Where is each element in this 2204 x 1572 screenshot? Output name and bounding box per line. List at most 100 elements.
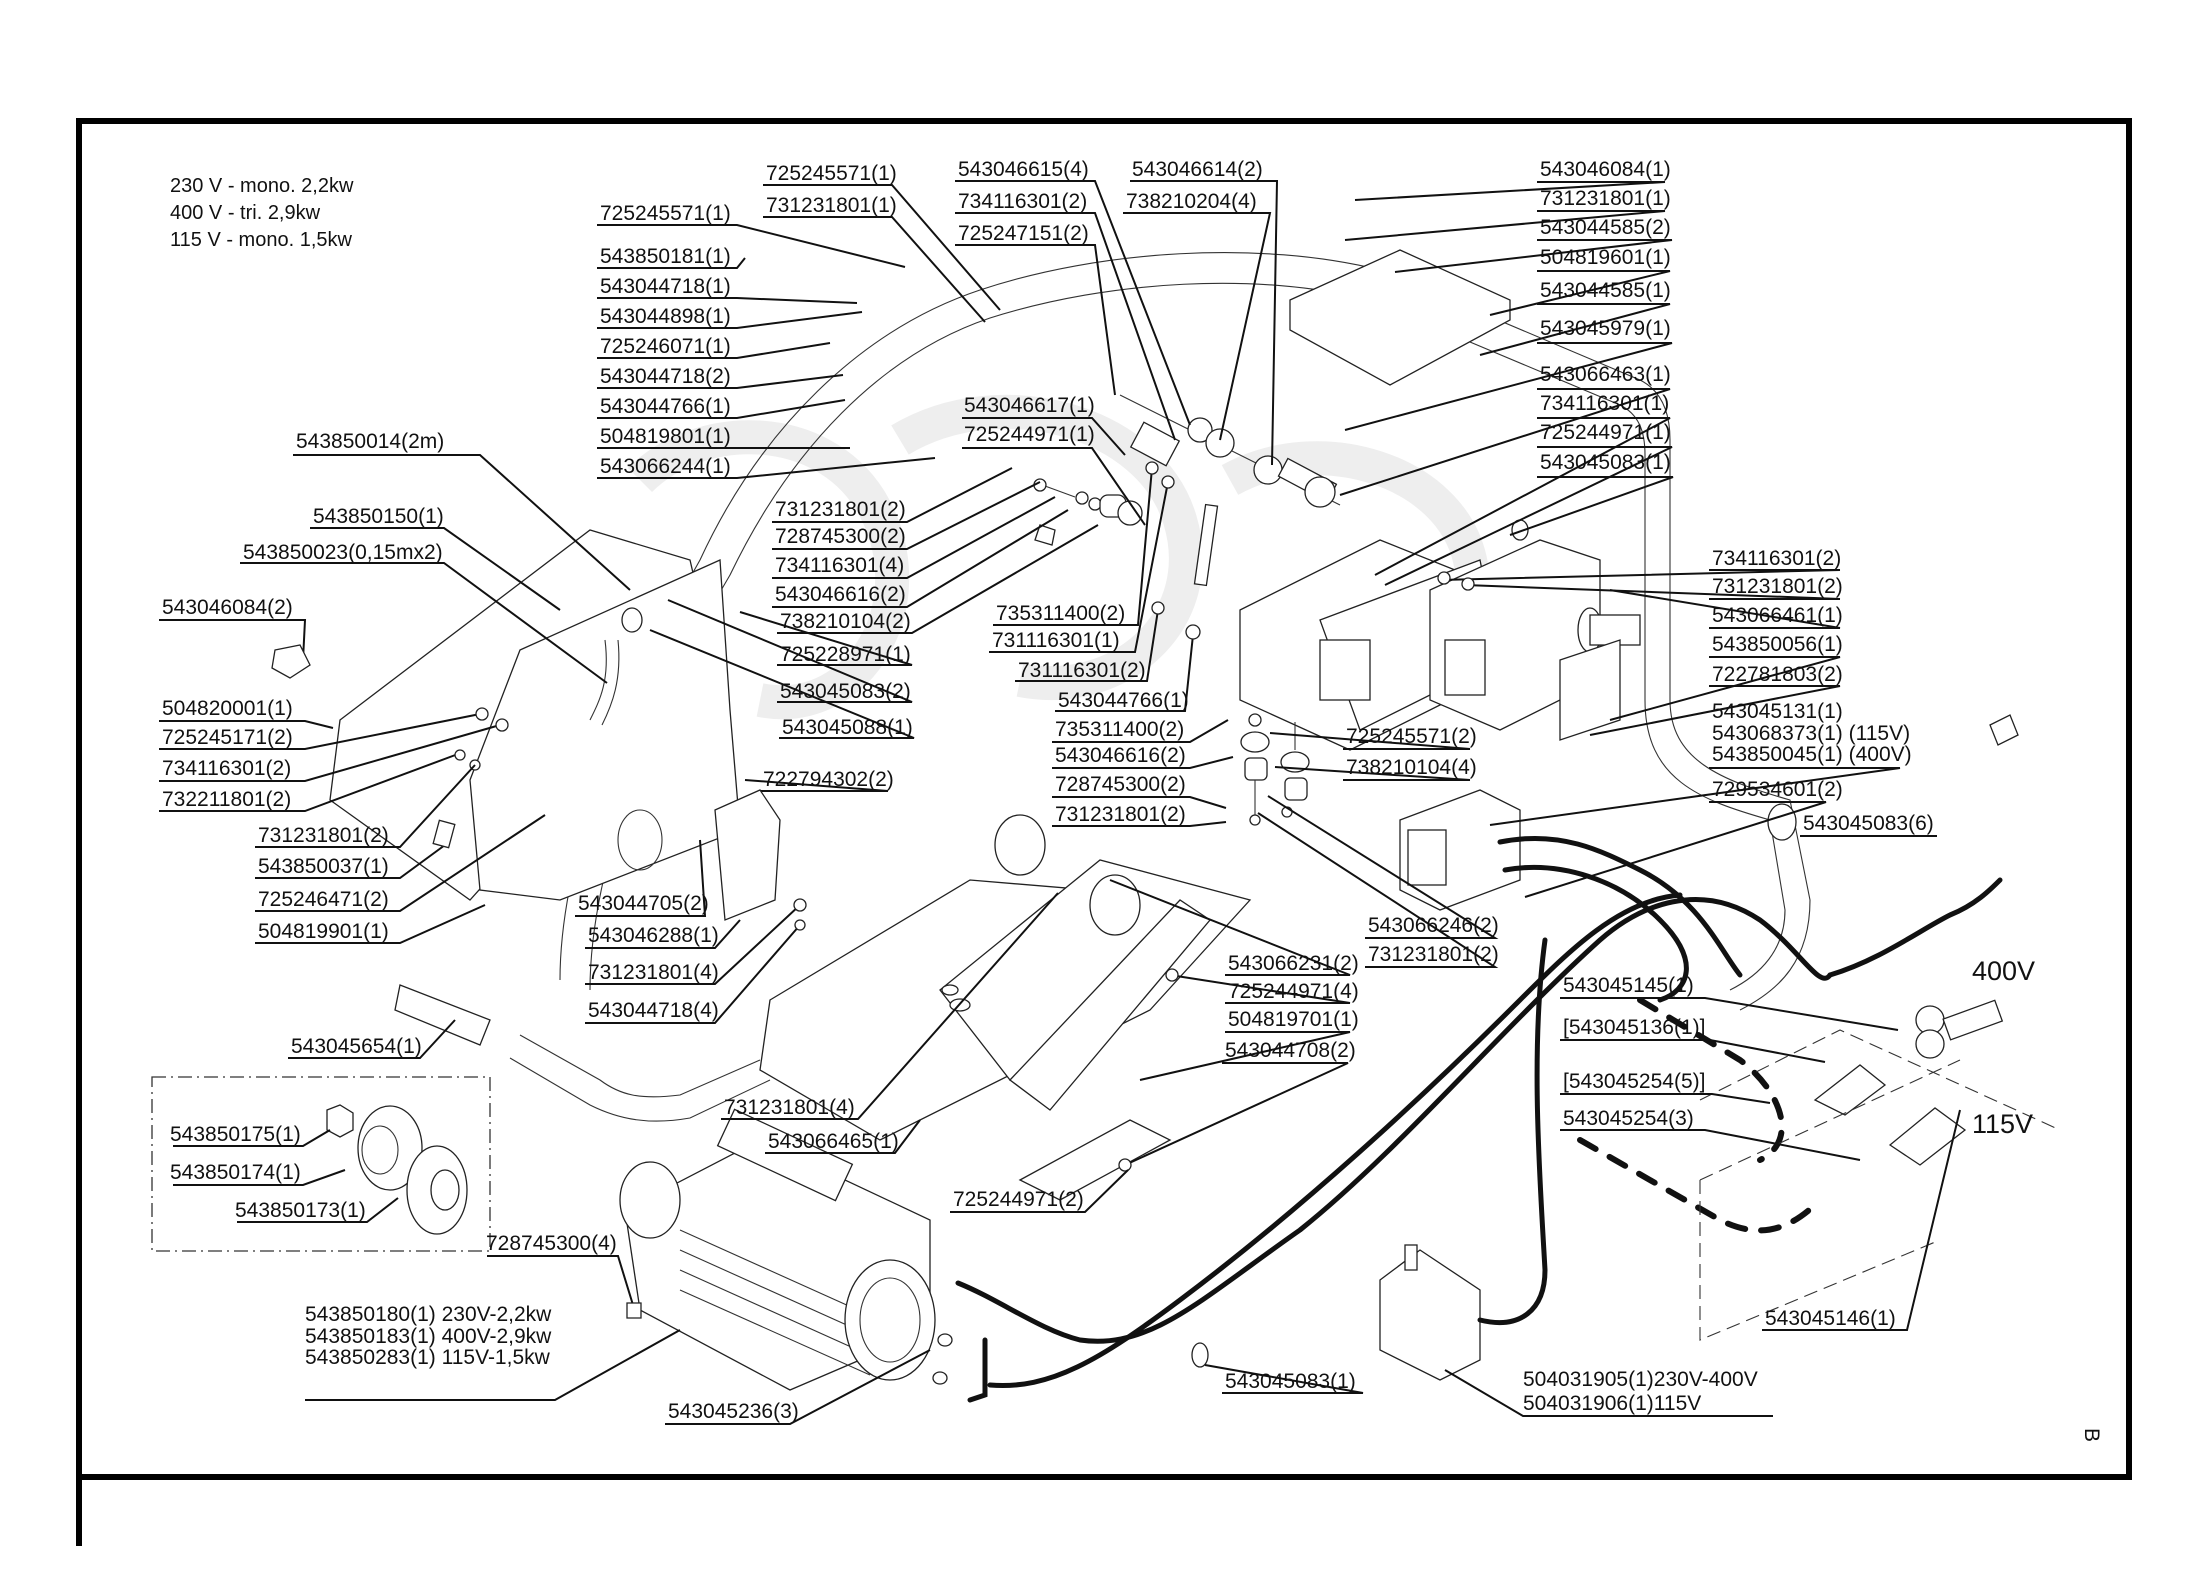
label-group-motor: 543850180(1) 230V-2,2kw 543850183(1) 400… <box>305 1303 681 1401</box>
label-group-center-mount-left: 735311400(2) 543046616(2) 728745300(2) 7… <box>1052 718 1234 827</box>
handle-grip <box>394 984 491 1046</box>
part-label: 504819901(1) <box>258 920 389 943</box>
label-group-top-left: 725245571(1) 543850181(1) 543044718(1) 5… <box>597 202 936 479</box>
center-stack-parts <box>1033 478 1143 546</box>
part-label: 725245571(1) <box>600 202 731 225</box>
part-label: 543046614(2) <box>1132 158 1263 181</box>
part-label: 543045083(6) <box>1803 812 1934 835</box>
splash-plate <box>1559 639 1621 741</box>
part-label: 731231801(2) <box>1712 575 1843 598</box>
part-label: 543850174(1) <box>170 1161 301 1184</box>
label-group-guard-screw: 725244971(2) <box>950 1169 1129 1213</box>
part-label: 543850181(1) <box>600 245 731 268</box>
part-label: 728745300(2) <box>1055 773 1186 796</box>
label-group-right: 734116301(2) 731231801(2) 543066461(1) 5… <box>1437 547 1843 736</box>
part-label: 729534601(2) <box>1712 778 1843 801</box>
part-label: 725245171(2) <box>162 726 293 749</box>
part-label: 543045145(1) <box>1563 974 1694 997</box>
label-group-center-mount-right: 725245571(2) 738210104(4) <box>1269 725 1477 781</box>
part-label: 728745300(4) <box>486 1232 617 1255</box>
part-label: 543850045(1) (400V) <box>1712 743 1912 766</box>
label-group-bracket-top: 722794302(2) <box>714 768 894 921</box>
part-label: 725246471(2) <box>258 888 389 911</box>
part-label: 543044718(2) <box>600 365 731 388</box>
label-group-frame-lower: 731231801(4) 543066465(1) <box>721 892 1059 1154</box>
part-label: 731231801(2) <box>1368 943 1499 966</box>
part-label: 543046616(2) <box>775 583 906 606</box>
part-label: 543066463(1) <box>1540 363 1671 386</box>
part-label: 543046084(2) <box>162 596 293 619</box>
part-label: 543066461(1) <box>1712 604 1843 627</box>
part-label: 543850180(1) 230V-2,2kw <box>305 1303 552 1326</box>
part-label: 543044718(4) <box>588 999 719 1022</box>
part-label: 731231801(2) <box>258 824 389 847</box>
motor <box>619 1108 936 1391</box>
part-label: 734116301(2) <box>1712 547 1841 570</box>
part-label: 543044898(1) <box>600 305 731 328</box>
machine-drawing <box>151 249 2061 1403</box>
part-label: 543045088(1) <box>782 716 913 739</box>
voltage-marker-400v: 400V <box>1972 956 2035 986</box>
part-label: 725244971(1) <box>1540 421 1671 444</box>
part-label: 543044705(2) <box>578 892 709 915</box>
part-label: 543046615(4) <box>958 158 1089 181</box>
part-label: 725244971(4) <box>1228 980 1359 1003</box>
spec-115v: 115 V - mono. 1,5kw <box>170 229 353 251</box>
top-cover <box>1289 249 1511 386</box>
part-label: 504819601(1) <box>1540 246 1671 269</box>
sheet-frame <box>76 118 2132 1546</box>
motor-cable <box>955 897 1833 1344</box>
label-group-motor-terminal: 543045236(3) <box>665 1349 931 1425</box>
part-label: 543044766(1) <box>600 395 731 418</box>
part-label: 543046617(1) <box>964 394 1095 417</box>
part-label: [543045136(1)] <box>1563 1016 1705 1039</box>
part-label: 725244971(1) <box>964 423 1095 446</box>
chassis <box>759 814 1252 1201</box>
label-group-left-hose: 543850014(2m) 543850150(1) 543850023(0,1… <box>240 430 631 684</box>
part-label: 543850150(1) <box>313 505 444 528</box>
part-label: 734116301(2) <box>162 757 291 780</box>
part-label: 731231801(1) <box>766 194 897 217</box>
label-group-center-stack: 731231801(2) 728745300(2) 734116301(4) 5… <box>649 467 1099 739</box>
part-label: 722781803(2) <box>1712 663 1843 686</box>
part-label: 543045979(1) <box>1540 317 1671 340</box>
sheet-mark: B <box>2080 1428 2103 1442</box>
part-label: 543850023(0,15mx2) <box>243 541 443 564</box>
part-label: 732211801(2) <box>162 788 291 811</box>
label-group-left-knob: 543046084(2) <box>159 596 311 679</box>
part-label: 725247151(2) <box>958 222 1089 245</box>
part-label: 731231801(4) <box>588 961 719 984</box>
label-group-left-guard-lower: 731231801(2) 543850037(1) 725246471(2) 5… <box>255 764 546 944</box>
label-group-bearing: 543066231(2) 725244971(4) 504819701(1) 5… <box>1109 879 1359 1172</box>
part-label: 738210204(4) <box>1126 190 1257 213</box>
part-label: 543045254(3) <box>1563 1107 1694 1130</box>
part-label: 543850037(1) <box>258 855 389 878</box>
part-label: 543066246(2) <box>1368 914 1499 937</box>
part-label: 543850056(1) <box>1712 633 1843 656</box>
label-group-hose-clamp: 543045083(1) <box>1204 1364 1364 1394</box>
part-label: 543066231(2) <box>1228 952 1359 975</box>
label-group-center-mount-lower: 543066246(2) 731231801(2) <box>1257 795 1499 968</box>
part-label: 504031906(1)115V <box>1523 1392 1701 1415</box>
part-label: 543044708(2) <box>1225 1039 1356 1062</box>
label-group-top-center-c: 543046614(2) 738210204(4) <box>1123 158 1279 466</box>
voltage-marker-115v: 115V <box>1972 1109 2033 1139</box>
part-label: 725244971(2) <box>953 1188 1084 1211</box>
part-label: 731231801(1) <box>1540 187 1671 210</box>
label-group-pulley-kit: 543850175(1) 543850174(1) 543850173(1) <box>170 1123 399 1223</box>
part-label: 504819701(1) <box>1228 1008 1359 1031</box>
part-label: 543066244(1) <box>600 455 731 478</box>
part-label: 543850183(1) 400V-2,9kw <box>305 1325 552 1348</box>
part-label: 543066465(1) <box>768 1130 899 1153</box>
part-label: 543045236(3) <box>668 1400 799 1423</box>
part-label: 543044585(1) <box>1540 279 1671 302</box>
part-label: 543045146(1) <box>1765 1307 1896 1330</box>
pump <box>1379 1244 1481 1381</box>
shaft-assembly <box>1119 394 1341 587</box>
switch-box <box>1399 789 1521 911</box>
part-label: 543850014(2m) <box>296 430 444 453</box>
part-label: 543044718(1) <box>600 275 731 298</box>
part-label: [543045254(5)] <box>1563 1070 1705 1093</box>
clamp-right <box>1767 803 1797 841</box>
label-group-plug-115: 543045146(1) <box>1762 1109 1961 1331</box>
